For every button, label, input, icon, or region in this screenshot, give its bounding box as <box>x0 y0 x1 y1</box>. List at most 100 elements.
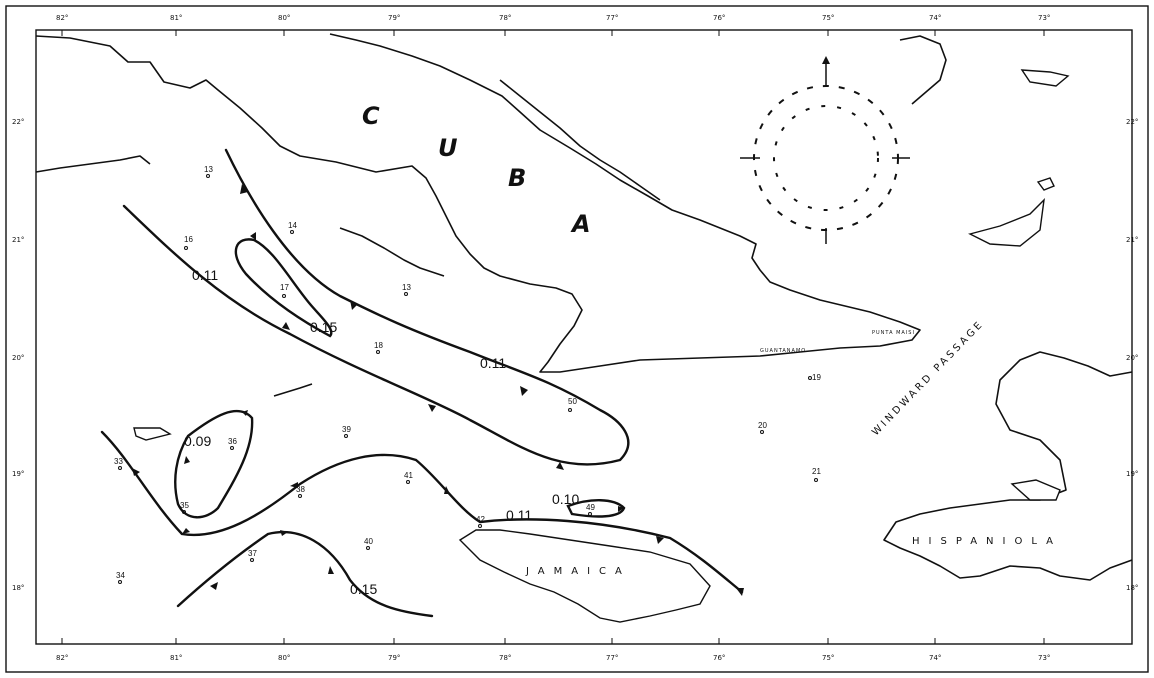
station-marker <box>366 546 370 550</box>
lat-label: 22° <box>12 118 24 126</box>
lat-label: 18° <box>12 584 24 592</box>
station-marker <box>290 230 294 234</box>
lon-label: 80° <box>278 14 290 22</box>
station-marker <box>478 524 482 528</box>
station-label: 13 <box>402 283 411 292</box>
contour-label: 0.10 <box>552 491 579 507</box>
lat-label: 21° <box>12 236 24 244</box>
station-label: 33 <box>114 457 123 466</box>
station-marker <box>588 512 592 516</box>
lat-label: 18° <box>1126 584 1138 592</box>
lon-label: 76° <box>713 654 725 662</box>
station-label: 50 <box>568 397 577 406</box>
station-marker <box>376 350 380 354</box>
station-label: 41 <box>404 471 413 480</box>
station-label: 39 <box>342 425 351 434</box>
cuba-letter-b: B <box>508 164 526 192</box>
station-marker <box>760 430 764 434</box>
lon-label: 78° <box>499 14 511 22</box>
lon-label: 81° <box>170 14 182 22</box>
latitude-labels-right: 22° 21° 20° 19° 18° <box>1126 118 1138 592</box>
station-marker <box>118 466 122 470</box>
station-marker <box>230 446 234 450</box>
contour-label: 0.11 <box>506 507 532 523</box>
map-frame <box>5 5 1149 673</box>
lat-label: 22° <box>1126 118 1138 126</box>
station-marker <box>404 292 408 296</box>
lat-label: 20° <box>1126 354 1138 362</box>
lon-label: 82° <box>56 654 68 662</box>
station-label: 17 <box>280 283 289 292</box>
lat-label: 21° <box>1126 236 1138 244</box>
lon-label: 81° <box>170 654 182 662</box>
cuba-letter-c: C <box>362 102 380 130</box>
longitude-labels-top: 82° 81° 80° 79° 78° 77° 76° 75° 74° 73° <box>56 14 1050 22</box>
contour-arrows <box>132 184 744 596</box>
station-marker <box>298 494 302 498</box>
lon-label: 75° <box>822 654 834 662</box>
hispaniola-coastline <box>883 351 1133 581</box>
station-label: 42 <box>476 515 485 524</box>
cays-south <box>273 383 313 397</box>
contour-011-north <box>122 148 630 466</box>
map-inner-frame <box>35 29 1133 645</box>
station-marker <box>282 294 286 298</box>
lon-label: 80° <box>278 654 290 662</box>
station-label: 20 <box>758 421 767 430</box>
contour-label: 0.09 <box>184 433 211 449</box>
station-label: 16 <box>184 235 193 244</box>
station-marker <box>808 376 812 380</box>
hispaniola-label: HISPANIOLA <box>912 536 1062 547</box>
station-marker <box>118 580 122 584</box>
contour-label: 0.11 <box>192 267 218 283</box>
contour-015-south <box>176 530 434 618</box>
bottom-ticks <box>61 638 1045 644</box>
lon-label: 74° <box>929 14 941 22</box>
punta-maisi-label: PUNTA MAISI <box>872 330 915 336</box>
lon-label: 75° <box>822 14 834 22</box>
top-ticks <box>61 30 1045 36</box>
station-label: 21 <box>812 467 821 476</box>
island-2 <box>1036 177 1055 191</box>
lon-label: 73° <box>1038 654 1050 662</box>
lon-label: 82° <box>56 14 68 22</box>
cuba-isles <box>339 227 445 277</box>
longitude-labels-bottom: 82° 81° 80° 79° 78° 77° 76° 75° 74° 73° <box>56 654 1050 662</box>
contour-011-south <box>100 430 744 594</box>
guantanamo-label: GUANTANAMO <box>760 348 806 354</box>
cuba-letter-u: U <box>438 134 458 162</box>
station-label: 19 <box>812 373 821 382</box>
island-3 <box>968 198 1045 247</box>
station-label: 37 <box>248 549 257 558</box>
stations: 13 14 16 17 13 18 39 50 20 19 21 41 38 3… <box>114 165 821 584</box>
cayman-island <box>133 427 172 441</box>
contour-015-loop <box>234 238 333 338</box>
lon-label: 78° <box>499 654 511 662</box>
station-label: 14 <box>288 221 297 230</box>
station-marker <box>568 408 572 412</box>
station-marker <box>182 510 186 514</box>
station-label: 36 <box>228 437 237 446</box>
cuba-coastline <box>35 33 921 373</box>
station-marker <box>184 246 188 250</box>
northeast-coast <box>899 35 947 105</box>
station-marker <box>344 434 348 438</box>
compass-rose <box>740 56 910 244</box>
lat-label: 20° <box>12 354 24 362</box>
station-marker <box>206 174 210 178</box>
cuba-west-coast <box>35 155 151 173</box>
lon-label: 77° <box>606 654 618 662</box>
cuba-letter-a: A <box>570 210 591 238</box>
cuba-north-cays <box>499 79 661 201</box>
station-label: 40 <box>364 537 373 546</box>
jamaica-label: JAMAICA <box>525 566 631 577</box>
island-1 <box>1020 69 1070 87</box>
contour-lines <box>100 148 744 618</box>
windward-passage-label: WINDWARD PASSAGE <box>870 318 986 438</box>
station-label: 18 <box>374 341 383 350</box>
station-marker <box>814 478 818 482</box>
station-label: 35 <box>180 501 189 510</box>
lat-label: 19° <box>12 470 24 478</box>
contour-010-loop <box>566 499 626 518</box>
